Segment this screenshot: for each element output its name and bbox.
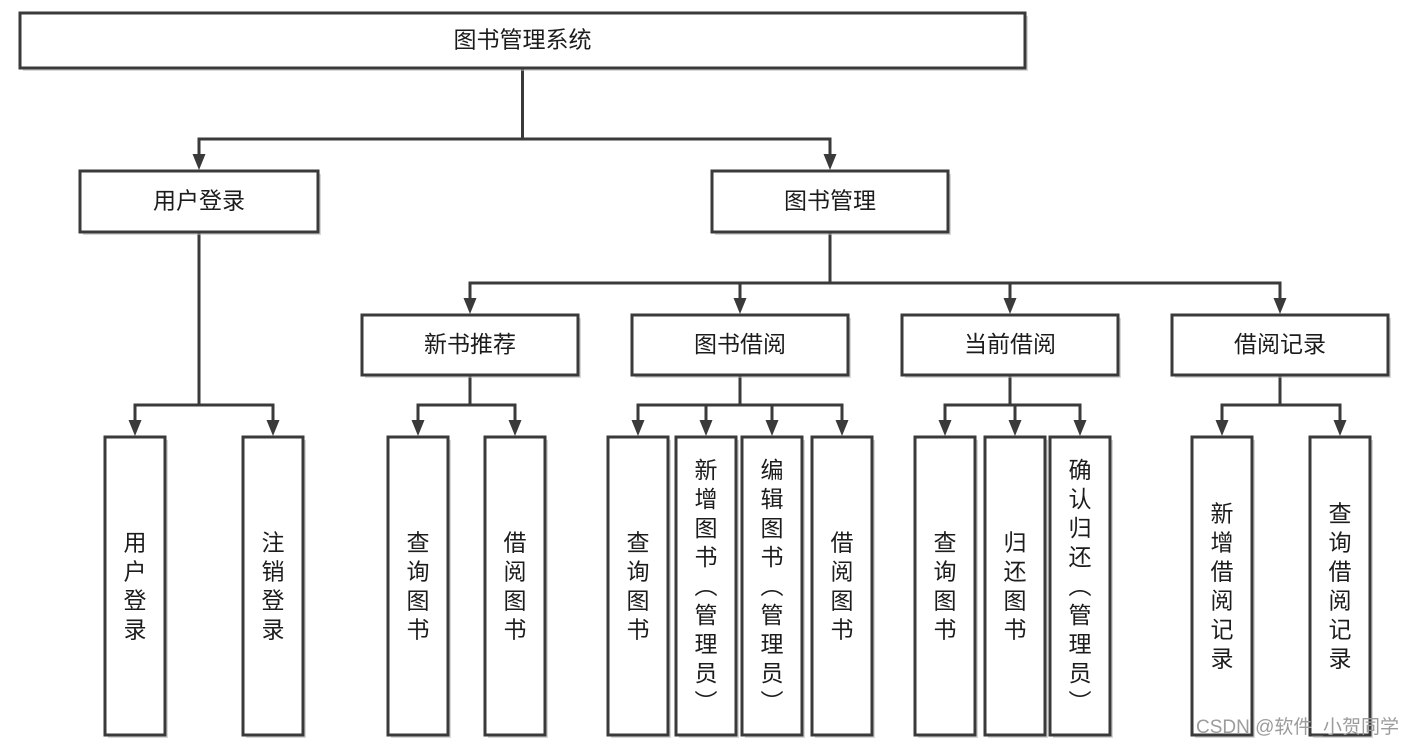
node-login[interactable]: 用户登录	[78, 169, 321, 235]
watermark-label: CSDN @软件_小贺同学	[1196, 716, 1399, 738]
node-label: 图书管理	[784, 188, 876, 214]
node-box[interactable]	[1048, 435, 1112, 737]
edge-group-current	[938, 373, 1087, 436]
node-box[interactable]	[810, 435, 874, 737]
node-box[interactable]	[103, 435, 167, 737]
node-leaf-rec-query[interactable]: 查询借阅记录	[1308, 435, 1373, 738]
node-box[interactable]	[241, 435, 305, 737]
node-leaf-borrow-do[interactable]: 借阅图书	[810, 435, 875, 738]
node-label: 查询图书	[407, 530, 430, 643]
node-label: 注销登录	[262, 530, 285, 643]
node-leaf-user-login[interactable]: 用户登录	[103, 435, 168, 738]
node-leaf-borrow-add[interactable]: 新增图书︵管理员︶	[674, 435, 739, 738]
node-box[interactable]	[630, 313, 850, 377]
node-leaf-cur-return[interactable]: 归还图书	[983, 435, 1048, 738]
edges-layer	[128, 66, 1347, 436]
edge-group-borrow	[631, 373, 849, 436]
node-box[interactable]	[483, 435, 547, 737]
node-leaf-new-borrow[interactable]: 借阅图书	[483, 435, 548, 738]
node-records[interactable]: 借阅记录	[1170, 313, 1391, 378]
node-label: 新增图书︵管理员︶	[695, 457, 718, 715]
node-box[interactable]	[360, 313, 580, 377]
node-leaf-user-logout[interactable]: 注销登录	[241, 435, 306, 738]
node-box[interactable]	[740, 435, 804, 737]
node-root[interactable]: 图书管理系统	[18, 11, 1028, 71]
node-leaf-borrow-query[interactable]: 查询图书	[606, 435, 671, 738]
node-label: 编辑图书︵管理员︶	[761, 457, 784, 715]
node-label: 查询图书	[627, 530, 650, 643]
node-label: 用户登录	[153, 188, 245, 214]
node-label: 新增借阅记录	[1211, 501, 1234, 672]
node-box[interactable]	[983, 435, 1047, 737]
node-leaf-cur-confirm[interactable]: 确认归还︵管理员︶	[1048, 435, 1113, 738]
node-leaf-cur-query[interactable]: 查询图书	[913, 435, 978, 738]
node-box[interactable]	[18, 11, 1027, 70]
node-newbook[interactable]: 新书推荐	[360, 313, 581, 378]
edge-group-root	[192, 66, 837, 170]
node-label: 用户登录	[124, 530, 147, 643]
node-box[interactable]	[900, 313, 1120, 377]
node-box[interactable]	[674, 435, 738, 737]
node-label: 图书借阅	[694, 331, 786, 357]
node-box[interactable]	[913, 435, 977, 737]
node-label: 借阅记录	[1234, 331, 1326, 357]
edge-group-login	[128, 230, 280, 436]
node-label: 新书推荐	[424, 331, 516, 357]
node-label: 当前借阅	[964, 331, 1056, 357]
node-label: 确认归还︵管理员︶	[1069, 457, 1092, 715]
node-leaf-rec-add[interactable]: 新增借阅记录	[1190, 435, 1255, 738]
nodes-layer: 图书管理系统用户登录图书管理新书推荐图书借阅当前借阅借阅记录用户登录注销登录查询…	[18, 11, 1391, 738]
node-borrow[interactable]: 图书借阅	[630, 313, 851, 378]
node-label: 查询借阅记录	[1329, 501, 1352, 672]
edge-group-bookmgmt	[463, 230, 1287, 314]
node-box[interactable]	[1190, 435, 1254, 737]
node-box[interactable]	[386, 435, 450, 737]
node-label: 归还图书	[1004, 530, 1027, 643]
node-label: 借阅图书	[504, 530, 527, 643]
node-label: 查询图书	[934, 530, 957, 643]
node-box[interactable]	[1170, 313, 1390, 377]
node-label: 借阅图书	[831, 530, 854, 643]
node-box[interactable]	[78, 169, 320, 234]
edge-group-records	[1215, 373, 1347, 436]
edge-group-newbook	[411, 373, 522, 436]
node-current[interactable]: 当前借阅	[900, 313, 1121, 378]
node-box[interactable]	[1308, 435, 1372, 737]
node-box[interactable]	[710, 169, 950, 234]
node-leaf-new-query[interactable]: 查询图书	[386, 435, 451, 738]
node-box[interactable]	[606, 435, 670, 737]
node-leaf-borrow-edit[interactable]: 编辑图书︵管理员︶	[740, 435, 805, 738]
node-label: 图书管理系统	[454, 27, 592, 53]
node-bookmgmt[interactable]: 图书管理	[710, 169, 951, 235]
